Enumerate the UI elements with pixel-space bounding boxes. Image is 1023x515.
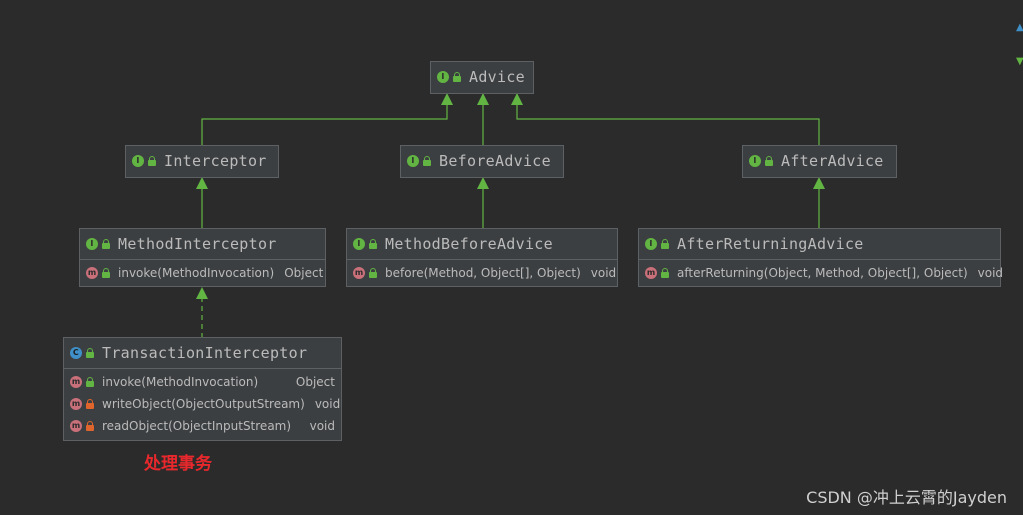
method-return-type: Object: [284, 266, 324, 280]
node-method-before-advice[interactable]: I MethodBeforeAdvice m before(Method, Ob…: [346, 228, 618, 287]
public-lock-icon: [86, 376, 94, 387]
public-lock-icon: [148, 155, 156, 166]
node-title: AfterReturningAdvice: [677, 235, 864, 253]
public-lock-icon: [661, 267, 669, 278]
node-title: Advice: [469, 68, 525, 86]
method-return-type: void: [977, 266, 1004, 280]
method-signature: invoke(MethodInvocation): [118, 266, 275, 280]
public-lock-icon: [423, 155, 431, 166]
node-interceptor[interactable]: I Interceptor: [125, 145, 279, 178]
class-icon: C: [70, 347, 82, 359]
interface-icon: I: [407, 155, 419, 167]
method-return-type: void: [309, 419, 335, 433]
node-advice[interactable]: I Advice: [430, 61, 534, 94]
public-lock-icon: [369, 267, 377, 278]
public-lock-icon: [86, 347, 94, 358]
node-before-advice[interactable]: I BeforeAdvice: [400, 145, 564, 178]
method-row[interactable]: m before(Method, Object[], Object) void: [347, 262, 617, 284]
public-lock-icon: [765, 155, 773, 166]
method-signature: readObject(ObjectInputStream): [102, 419, 292, 433]
interface-icon: I: [645, 238, 657, 250]
method-row[interactable]: m afterReturning(Object, Method, Object[…: [639, 262, 1004, 284]
method-signature: before(Method, Object[], Object): [385, 266, 581, 280]
method-icon: m: [86, 267, 98, 279]
private-lock-icon: [86, 398, 94, 409]
node-title: TransactionInterceptor: [102, 344, 308, 362]
public-lock-icon: [453, 71, 461, 82]
scroll-up-arrow-icon[interactable]: ▲: [1016, 22, 1023, 33]
node-method-interceptor[interactable]: I MethodInterceptor m invoke(MethodInvoc…: [79, 228, 326, 287]
watermark: CSDN @冲上云霄的Jayden: [806, 488, 1007, 507]
node-title: MethodBeforeAdvice: [385, 235, 553, 253]
node-title: Interceptor: [164, 152, 267, 170]
method-signature: afterReturning(Object, Method, Object[],…: [677, 266, 968, 280]
method-return-type: Object: [295, 375, 335, 389]
edge-afteradvice-advice: [516, 95, 820, 147]
node-after-advice[interactable]: I AfterAdvice: [742, 145, 897, 178]
public-lock-icon: [369, 238, 377, 249]
public-lock-icon: [661, 238, 669, 249]
method-icon: m: [70, 420, 82, 432]
method-return-type: void: [314, 397, 341, 411]
method-row[interactable]: m invoke(MethodInvocation) Object: [80, 262, 325, 284]
node-title: MethodInterceptor: [118, 235, 277, 253]
node-after-returning-advice[interactable]: I AfterReturningAdvice m afterReturning(…: [638, 228, 1004, 287]
method-signature: writeObject(ObjectOutputStream): [102, 397, 305, 411]
method-icon: m: [70, 398, 82, 410]
scroll-down-arrow-icon[interactable]: ▼: [1016, 56, 1023, 67]
annotation-label: 处理事务: [144, 454, 212, 474]
method-row[interactable]: m readObject(ObjectInputStream) void: [64, 415, 341, 437]
interface-icon: I: [132, 155, 144, 167]
method-row[interactable]: m writeObject(ObjectOutputStream) void: [64, 393, 341, 415]
interface-icon: I: [86, 238, 98, 250]
node-title: BeforeAdvice: [439, 152, 551, 170]
node-transaction-interceptor[interactable]: C TransactionInterceptor m invoke(Method…: [63, 337, 342, 441]
method-return-type: void: [590, 266, 617, 280]
public-lock-icon: [102, 238, 110, 249]
method-icon: m: [70, 376, 82, 388]
method-row[interactable]: m invoke(MethodInvocation) Object: [64, 371, 341, 393]
method-icon: m: [645, 267, 657, 279]
method-icon: m: [353, 267, 365, 279]
method-signature: invoke(MethodInvocation): [102, 375, 259, 389]
interface-icon: I: [437, 71, 449, 83]
node-title: AfterAdvice: [781, 152, 884, 170]
interface-icon: I: [749, 155, 761, 167]
private-lock-icon: [86, 420, 94, 431]
edge-interceptor-advice: [201, 95, 448, 147]
public-lock-icon: [102, 267, 110, 278]
interface-icon: I: [353, 238, 365, 250]
